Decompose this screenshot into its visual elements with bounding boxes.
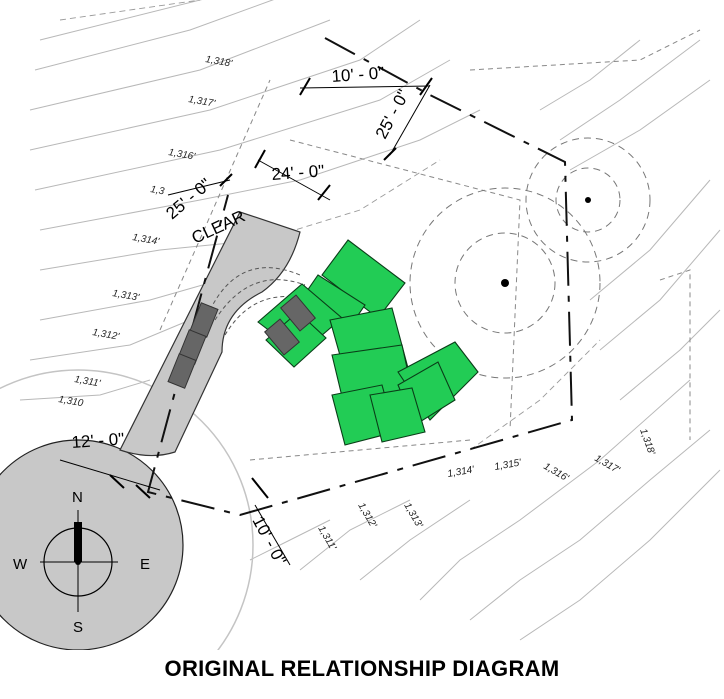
contour-label: 1,316'	[167, 147, 197, 163]
contour-label: 1,316'	[542, 461, 572, 485]
property-boundary	[146, 37, 574, 517]
cul-de-sac	[0, 369, 254, 650]
contour-label: 1,314'	[447, 464, 477, 480]
contour-label: 1,314'	[131, 232, 161, 248]
compass-east: E	[140, 556, 150, 573]
contour-label: 1,310	[57, 394, 84, 409]
setback-lines	[159, 29, 701, 461]
turning-arcs	[209, 267, 311, 336]
contour-label: 1,311'	[315, 524, 338, 553]
compass-south: S	[73, 619, 83, 636]
contour-label: 1,317'	[593, 453, 623, 477]
dim-right-setback: 25' - 0"	[372, 86, 414, 142]
contour-lines	[19, 0, 721, 641]
contour-label: 1,311'	[73, 374, 102, 390]
driveway-cars	[167, 302, 219, 389]
tree-trunk-icon	[501, 279, 509, 287]
dim-top-setback: 10' - 0"	[331, 63, 385, 86]
compass-icon	[40, 510, 118, 612]
dimension-lines	[59, 77, 433, 566]
tree-trunk-icon	[585, 197, 591, 203]
contour-label: 1,313'	[401, 501, 425, 531]
compass-north: N	[72, 489, 83, 506]
contour-label: 1,3	[149, 184, 165, 197]
dim-garage-width: 24' - 0"	[271, 161, 325, 184]
contour-label: 1,313'	[111, 288, 141, 304]
contour-label: 1,312'	[91, 327, 121, 343]
driveway	[119, 211, 301, 457]
contour-label: 1,312'	[355, 501, 379, 531]
dim-driveway-width: 12' - 0"	[71, 429, 125, 452]
diagram-title: ORIGINAL RELATIONSHIP DIAGRAM	[164, 656, 560, 681]
contour-label: 1,317'	[187, 94, 217, 110]
contour-label: 1,318'	[637, 427, 657, 457]
site-plan: 10' - 0" 25' - 0" 24' - 0" 25' - 0" CLEA…	[0, 0, 721, 650]
contour-label: 1,318'	[204, 54, 234, 70]
contour-label: 1,315'	[494, 457, 524, 473]
tree-canopies	[409, 137, 651, 379]
dim-bottom-setback: 10' - 0"	[248, 513, 290, 569]
garage-cars	[263, 294, 317, 356]
compass-west: W	[13, 556, 28, 573]
